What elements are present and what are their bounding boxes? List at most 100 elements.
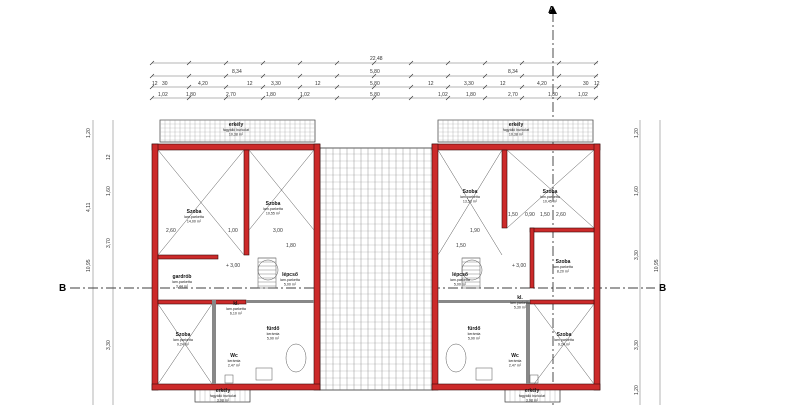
dim-left-4: 1,60 bbox=[106, 186, 112, 196]
room-area: 5,00 m² bbox=[284, 283, 297, 287]
dim-row4-9: 2,70 bbox=[508, 92, 518, 98]
room-name: Szoba bbox=[266, 201, 281, 207]
room-finish: lam.parketta bbox=[510, 301, 530, 305]
inner-dim-7: 0,90 bbox=[525, 212, 535, 218]
dim-row3-9: 3,30 bbox=[464, 81, 474, 87]
room-area: 5,90 m² bbox=[468, 337, 481, 341]
room-name: Szoba bbox=[557, 332, 572, 338]
room-name: fürdő bbox=[468, 326, 481, 332]
dim-row2-1: 8,34 bbox=[232, 69, 242, 75]
room-area: 5,00 m² bbox=[454, 283, 467, 287]
inner-dim-2: 1,00 bbox=[228, 228, 238, 234]
dim-row3-5: 3,30 bbox=[271, 81, 281, 87]
dim-row3-12: 30 bbox=[583, 81, 589, 87]
bath-fixtures bbox=[224, 343, 539, 384]
level-mark-left: + 3,00 bbox=[226, 263, 240, 269]
inner-dim-10: 1,50 bbox=[456, 243, 466, 249]
room-finish: fagyálló burkolat bbox=[519, 394, 545, 398]
room-area: 3,44 m² bbox=[176, 285, 189, 289]
dim-row3-7: 5,80 bbox=[370, 81, 380, 87]
dim-row4-1: 1,02 bbox=[158, 92, 168, 98]
room-name: lépcső bbox=[282, 272, 298, 278]
bottom-balconies bbox=[194, 387, 561, 403]
room-name: lépcső bbox=[452, 272, 468, 278]
dim-right-5: 3,30 bbox=[634, 340, 640, 350]
room-area: 13,53 m² bbox=[463, 200, 478, 204]
inner-dim-8: 1,50 bbox=[540, 212, 550, 218]
dim-row4-3: 2,70 bbox=[226, 92, 236, 98]
room-area: 10,45 m² bbox=[543, 200, 558, 204]
section-arrow-a bbox=[549, 6, 557, 14]
dim-right-4: 10,95 bbox=[654, 259, 660, 272]
room-finish: fagyálló burkolat bbox=[210, 394, 236, 398]
dim-row3-3: 4,20 bbox=[198, 81, 208, 87]
room-finish: lam.parketta bbox=[450, 278, 470, 282]
dim-row2-2: 5,80 bbox=[370, 69, 380, 75]
dim-row4-5: 1,02 bbox=[300, 92, 310, 98]
room-area: 10,55 m² bbox=[266, 212, 281, 216]
right-dimension-chain: 1,20 1,60 3,30 10,95 3,30 1,20 bbox=[634, 120, 661, 405]
inner-dim-6: 1,50 bbox=[508, 212, 518, 218]
room-area: 8,20 m² bbox=[557, 270, 570, 274]
room-name: kl. bbox=[233, 301, 239, 307]
inner-dim-9: 2,60 bbox=[556, 212, 566, 218]
room-area: 10,38 m² bbox=[229, 133, 244, 137]
room-finish: lam.parketta bbox=[263, 207, 283, 211]
room-finish: lam.parketta bbox=[172, 280, 192, 284]
room-area: 2,47 m² bbox=[228, 364, 241, 368]
room-finish: lam.parketta bbox=[184, 215, 204, 219]
central-pergola-grid bbox=[319, 147, 434, 391]
dim-left-7: 12 bbox=[106, 154, 112, 160]
inner-dim-4: 1,80 bbox=[286, 243, 296, 249]
axis-label-a: A bbox=[548, 5, 555, 16]
room-name: Szoba bbox=[176, 332, 191, 338]
exterior-walls bbox=[151, 143, 601, 391]
dim-left-1: 1,20 bbox=[86, 128, 92, 138]
room-finish: kerámia bbox=[228, 359, 241, 363]
room-name: erkély bbox=[509, 122, 524, 128]
room-finish: lam.parketta bbox=[280, 278, 300, 282]
dim-row3-4: 12 bbox=[247, 81, 253, 87]
dim-row4-8: 1,80 bbox=[466, 92, 476, 98]
dim-row4-10: 1,80 bbox=[548, 92, 558, 98]
room-finish: lam.parketta bbox=[460, 195, 480, 199]
dim-left-5: 3,30 bbox=[106, 340, 112, 350]
room-name: Wc bbox=[230, 353, 238, 359]
room-area: 6,10 m² bbox=[230, 312, 243, 316]
room-name: erkély bbox=[229, 122, 244, 128]
room-area: 5,30 m² bbox=[514, 306, 527, 310]
room-name: Szoba bbox=[187, 209, 202, 215]
room-finish: kerámia bbox=[468, 332, 481, 336]
dim-row3-11: 4,20 bbox=[537, 81, 547, 87]
level-mark-right: + 3,00 bbox=[512, 263, 526, 269]
left-dimension-chain: 1,20 4,11 3,70 1,60 3,30 10,95 12 bbox=[86, 120, 114, 405]
top-balconies bbox=[159, 119, 594, 143]
room-name: erkély bbox=[216, 388, 231, 394]
room-finish: lam.parketta bbox=[554, 338, 574, 342]
dim-row3-6: 12 bbox=[315, 81, 321, 87]
axis-label-b-right: B bbox=[659, 283, 666, 294]
inner-dim-3: 2,60 bbox=[166, 228, 176, 234]
room-finish: kerámia bbox=[267, 332, 280, 336]
stairs bbox=[257, 257, 483, 289]
room-area: 2,47 m² bbox=[509, 364, 522, 368]
dim-row3-1: 12 bbox=[152, 81, 158, 87]
dim-left-3: 3,70 bbox=[106, 238, 112, 248]
room-name: gardrób bbox=[173, 274, 192, 280]
dim-row4-6: 5,80 bbox=[370, 92, 380, 98]
dim-row4-7: 1,02 bbox=[438, 92, 448, 98]
